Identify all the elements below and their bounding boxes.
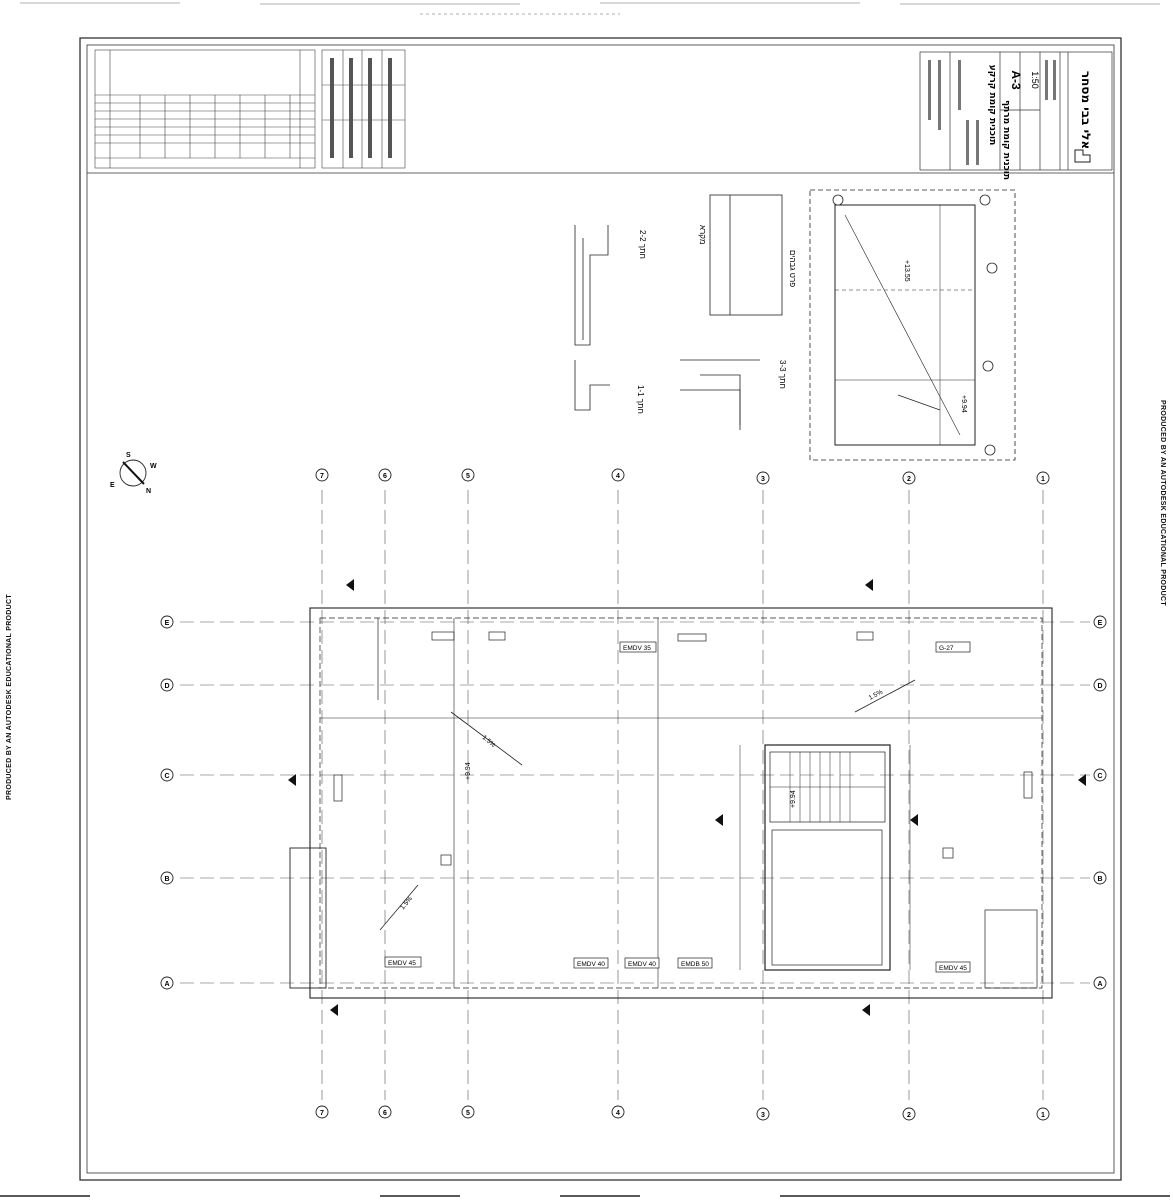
grid-row-a: A (164, 981, 169, 988)
equipment-tags (384, 641, 971, 973)
sheet-number: A-3 (1009, 70, 1023, 90)
grid-row-c-right: C (1097, 773, 1102, 780)
section-title-2-2: 2-2 חתך (638, 230, 647, 259)
slope-label-3: 1.5% (868, 689, 885, 702)
grid-col-4-bottom: 4 (616, 1110, 620, 1117)
detail-title: פרט גבהים (788, 250, 797, 287)
building-walls (289, 607, 1053, 999)
grid-labels-sides: E D C B A E D C B A (164, 620, 1102, 988)
sheet-border-outer (79, 37, 1122, 1181)
grid-col-2: 2 (907, 476, 911, 483)
grid-bubbles-top (315, 468, 1050, 485)
grid-bubbles-bottom (315, 1105, 1050, 1121)
inset-levels: +13.55 +9.94 (903, 260, 967, 413)
section-title-1-1: 1-1 חתך (636, 385, 645, 414)
grid-col-6-bottom: 6 (383, 1110, 387, 1117)
slope-arrows (379, 679, 916, 931)
section-markers (288, 579, 1086, 1016)
legend-title: מקרא (698, 225, 707, 244)
grid-col-7: 7 (320, 473, 324, 480)
grid-bubbles-sides (160, 615, 1107, 990)
grid-lines (180, 490, 1090, 1100)
project-title: אלי בבי מסחר (1079, 71, 1093, 149)
grid-col-3-bottom: 3 (761, 1112, 765, 1119)
section-titles: 1-1 חתך 2-2 חתך 3-3 חתך מקרא פרט גבהים (636, 225, 797, 414)
section-details (574, 194, 783, 430)
drawing-title-1: תוכנית קומת קרקע (987, 65, 997, 146)
north-arrow-icon: S N E W (110, 452, 157, 495)
inset-plan (809, 189, 1016, 461)
compass-s: S (126, 452, 131, 459)
inset-level-bottom: +9.94 (960, 395, 967, 413)
revision-table (94, 49, 316, 169)
roof-units (333, 631, 1033, 866)
grid-row-d: D (164, 683, 169, 690)
tag-emdb50: EMDB 50 (681, 961, 709, 968)
stair-core (739, 744, 911, 971)
compass-w: W (150, 463, 157, 470)
drawing-title-2: תוכנית קומת מרתף (1001, 100, 1011, 180)
tag-emdv40-a: EMDV 40 (577, 961, 605, 968)
tag-emdv35: EMDV 35 (623, 645, 651, 652)
tag-g27: G-27 (939, 645, 954, 652)
grid-row-b: B (164, 876, 169, 883)
grid-col-2-bottom: 2 (907, 1112, 911, 1119)
grid-labels-bottom: 7 6 5 4 3 2 1 (320, 1110, 1045, 1119)
grid-col-3: 3 (761, 476, 765, 483)
grid-col-7-bottom: 7 (320, 1110, 324, 1117)
grid-col-5: 5 (466, 473, 470, 480)
grid-col-6: 6 (383, 473, 387, 480)
firm-logo (1074, 149, 1091, 163)
inset-level-top: +13.55 (903, 260, 910, 282)
level-markers: +9.94 +9.94 (465, 762, 797, 808)
sheet-border-inner (86, 44, 1115, 1174)
sheet-scale: 1:50 (1030, 71, 1040, 89)
title-block-text-marks (928, 60, 1056, 165)
compass-e: E (110, 482, 115, 489)
grid-row-c: C (164, 773, 169, 780)
inset-grid-bubbles (832, 194, 998, 456)
grid-row-d-right: D (1097, 683, 1102, 690)
title-block (919, 51, 1113, 171)
grid-labels-top: 7 6 5 4 3 2 1 (320, 473, 1045, 483)
consultants-table (321, 49, 406, 169)
equipment-tag-labels: EMDV 35 G-27 EMDV 45 EMDV 40 EMDV 40 EMD… (388, 645, 967, 972)
tag-emdv45-right: EMDV 45 (939, 965, 967, 972)
grid-row-a-right: A (1097, 981, 1102, 988)
level-main: +9.94 (465, 762, 472, 780)
slope-label-2: 1.5% (399, 895, 414, 911)
tag-emdv45-left: EMDV 45 (388, 960, 416, 967)
level-stair: +9.94 (790, 790, 797, 808)
scan-noise-top (20, 2, 1160, 15)
grid-col-5-bottom: 5 (466, 1110, 470, 1117)
tag-emdv40-b: EMDV 40 (628, 961, 656, 968)
compass-n: N (146, 488, 151, 495)
grid-col-4: 4 (616, 473, 620, 480)
grid-col-1: 1 (1041, 476, 1045, 483)
grid-row-e: E (165, 620, 170, 627)
grid-col-1-bottom: 1 (1041, 1112, 1045, 1119)
section-title-3-3: 3-3 חתך (778, 360, 787, 389)
slope-label-1: 1.5% (481, 734, 497, 749)
grid-row-e-right: E (1098, 620, 1103, 627)
grid-row-b-right: B (1097, 876, 1102, 883)
consultants-scribble (330, 58, 392, 158)
